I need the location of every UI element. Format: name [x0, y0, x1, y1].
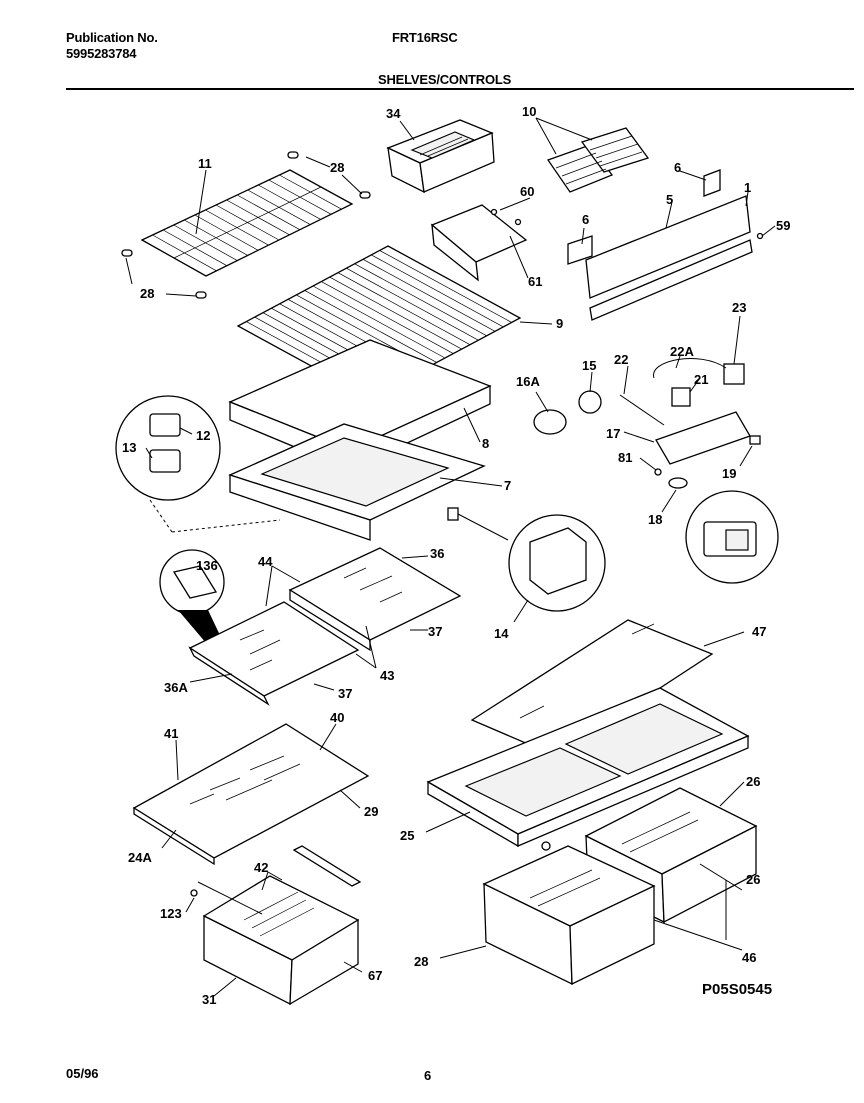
callout-label: 9 [556, 316, 563, 331]
callout-label: 12 [196, 428, 210, 443]
callout-label: 42 [254, 860, 268, 875]
callout-label: 28 [330, 160, 344, 175]
callout-label: 61 [528, 274, 542, 289]
callout-label: 37 [428, 624, 442, 639]
detail-circle-switch-19 [685, 490, 779, 584]
callout-label: 8 [482, 436, 489, 451]
detail-circle-13-12 [115, 395, 281, 533]
callout-label: 31 [202, 992, 216, 1007]
callout-label: 123 [160, 906, 182, 921]
part-drawer-31 [190, 845, 362, 1006]
callout-label: 15 [582, 358, 596, 373]
callout-label: 26 [746, 774, 760, 789]
callout-label: 40 [330, 710, 344, 725]
callout-label: 25 [400, 828, 414, 843]
callout-label: 59 [776, 218, 790, 233]
callout-label: 67 [368, 968, 382, 983]
part-crisper-frame-25 [426, 687, 750, 851]
part-control-panel-5 [567, 169, 764, 321]
callout-label: 1 [744, 180, 751, 195]
callout-label: 36 [430, 546, 444, 561]
part-frame-7 [228, 423, 486, 541]
callout-label: 17 [606, 426, 620, 441]
callout-label: 24A [128, 850, 152, 865]
callout-label: 81 [618, 450, 632, 465]
callout-label: 41 [164, 726, 178, 741]
publication-number: 5995283784 [66, 46, 137, 61]
callout-label: 6 [582, 212, 589, 227]
leader-lines [125, 117, 776, 997]
callout-label: 11 [198, 156, 212, 171]
part-glass-shelf-36 [288, 547, 462, 652]
callout-label: 136 [196, 558, 218, 573]
part-bracket-61 [430, 204, 528, 282]
diagram-code: P05S0545 [702, 981, 772, 998]
part-basket-34 [386, 119, 495, 194]
callout-label: 13 [122, 440, 136, 455]
callout-label: 21 [694, 372, 708, 387]
part-wire-shelf-11 [140, 169, 354, 277]
model-number: FRT16RSC [392, 30, 458, 45]
part-shelf-supports-28 [121, 151, 371, 299]
callout-label: 6 [674, 160, 681, 175]
callout-label: 34 [386, 106, 401, 121]
section-title: SHELVES/CONTROLS [378, 72, 512, 87]
detail-circle-14 [447, 507, 606, 612]
callout-label: 36A [164, 680, 188, 695]
publication-label: Publication No. [66, 30, 158, 45]
callout-label: 47 [752, 624, 766, 639]
callout-label: 10 [522, 104, 536, 119]
footer-page-number: 6 [424, 1068, 431, 1083]
callout-label: 28 [140, 286, 154, 301]
callout-label: 37 [338, 686, 352, 701]
callout-label: 22 [614, 352, 628, 367]
callout-label: 18 [648, 512, 662, 527]
callout-label: 23 [732, 300, 746, 315]
callout-label: 22A [670, 344, 694, 359]
footer-date: 05/96 [66, 1066, 99, 1081]
callout-labels: 34 10 11 28 6 60 5 1 59 61 28 6 9 23 22A 16A 15 22 21 13 12 8… [122, 104, 790, 1007]
callout-label: 19 [722, 466, 736, 481]
callout-label: 5 [666, 192, 673, 207]
part-ice-trays-10 [546, 127, 650, 193]
callout-label: 26 [746, 872, 760, 887]
callout-label: 14 [494, 626, 509, 641]
part-glass-shelf-36A [188, 601, 360, 706]
callout-label: 28 [414, 954, 428, 969]
part-glass-shelf-40 [132, 723, 370, 866]
callout-label: 29 [364, 804, 378, 819]
callout-label: 16A [516, 374, 540, 389]
callout-label: 46 [742, 950, 756, 965]
header-rule [66, 88, 854, 90]
callout-label: 7 [504, 478, 511, 493]
callout-label: 60 [520, 184, 534, 199]
callout-label: 43 [380, 668, 394, 683]
part-crisper-drawer-26-left [482, 845, 656, 986]
callout-label: 44 [258, 554, 273, 569]
part-controls-group [533, 358, 761, 489]
